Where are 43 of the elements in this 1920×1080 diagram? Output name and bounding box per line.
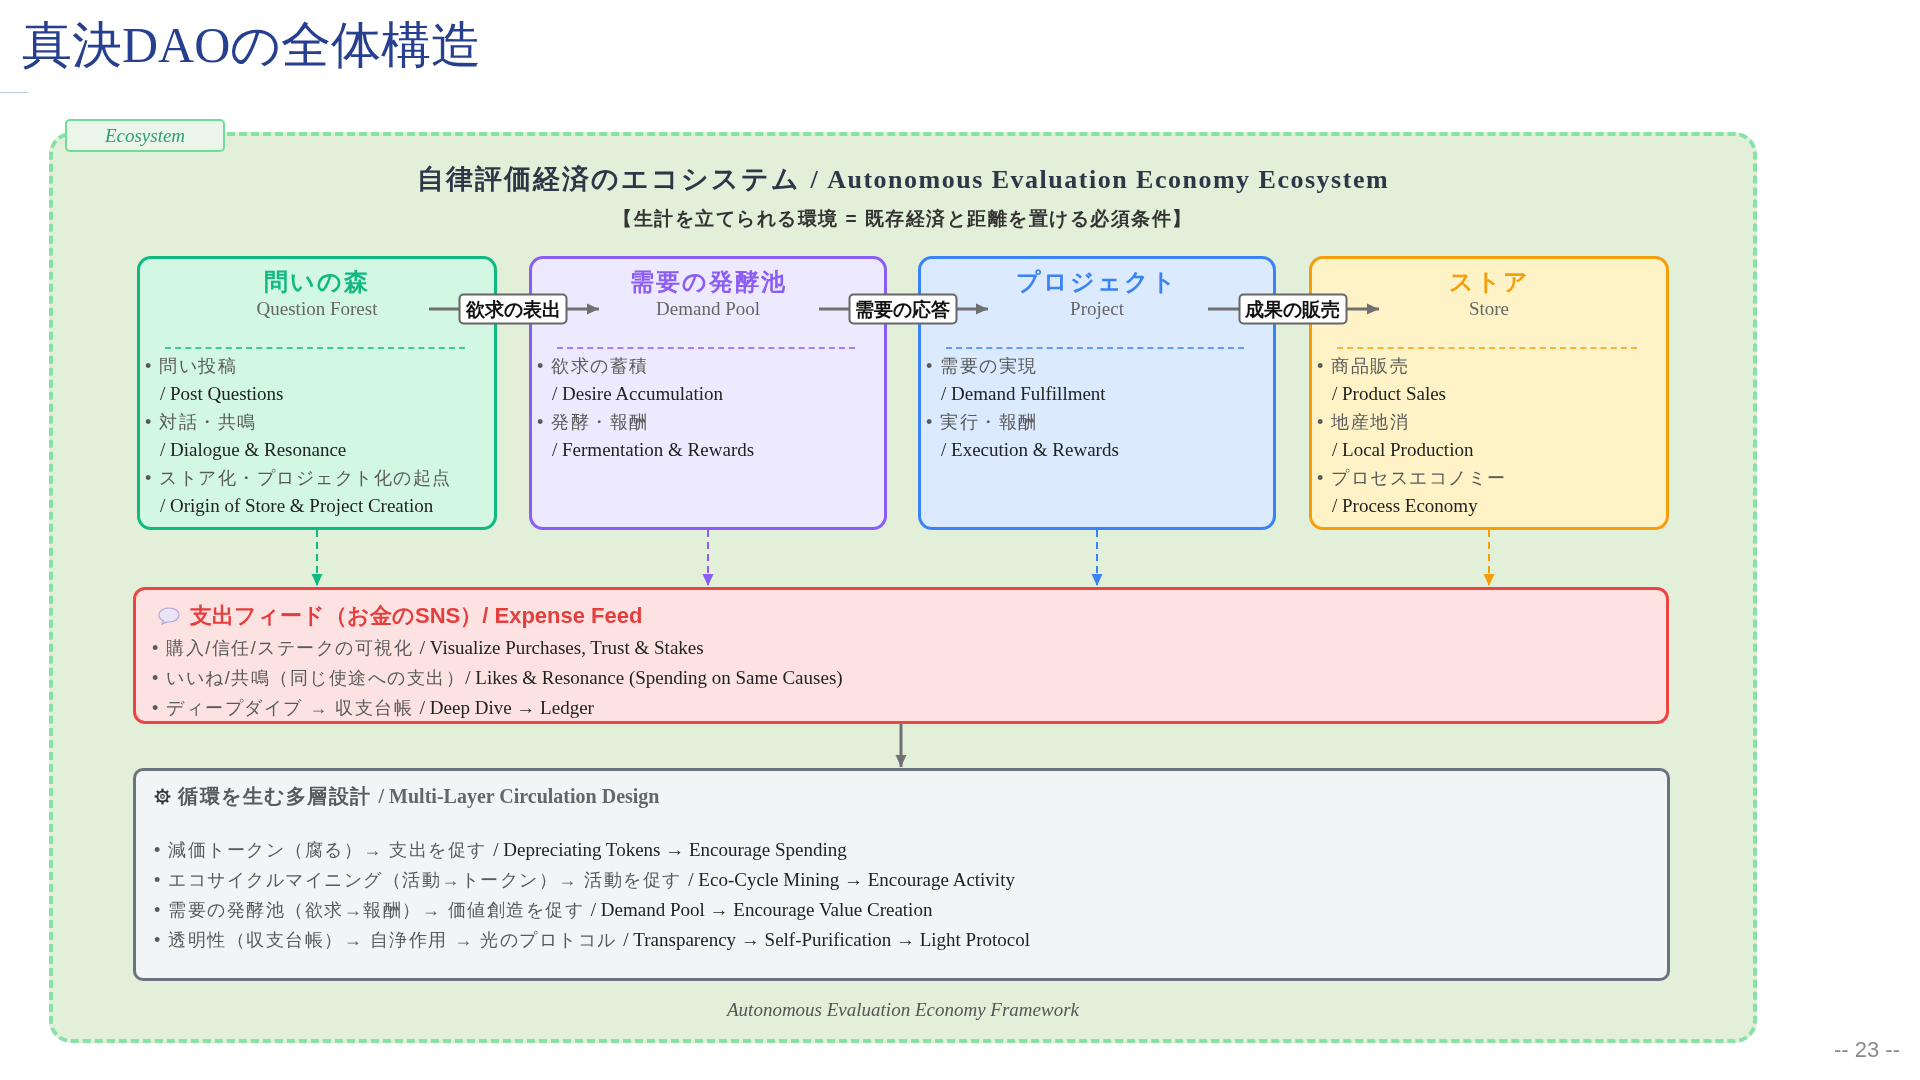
- bullet-item: • 需要の実現 / Demand Fulfillment: [926, 355, 1106, 406]
- card-title: プロジェクト: [1016, 267, 1178, 297]
- footer-caption: Autonomous Evaluation Economy Framework: [727, 999, 1079, 1021]
- bullet-item: • 対話・共鳴 / Dialogue & Resonance: [145, 411, 347, 462]
- bullet-item: • 商品販売 / Product Sales: [1317, 355, 1446, 406]
- card-subtitle: Project: [1070, 298, 1124, 320]
- dashed-arrow: [1091, 529, 1103, 587]
- bullet-item: • エコサイクルマイニング（活動→トークン）→ 活動を促す / Eco-Cycle Mining → Encourage Activity: [154, 868, 1015, 892]
- card-title: 需要の発酵池: [629, 267, 787, 297]
- card-subtitle: Question Forest: [256, 298, 378, 320]
- arrow: [895, 724, 907, 767]
- bullet-item: • 欲求の蓄積 / Desire Accumulation: [537, 355, 723, 406]
- feed-panel: [133, 587, 1669, 724]
- info-panel: [133, 768, 1670, 981]
- edge-label: 欲求の表出: [458, 293, 568, 325]
- card-subtitle: Demand Pool: [656, 298, 760, 320]
- bullet-item: • 発酵・報酬 / Fermentation & Rewards: [537, 411, 755, 462]
- bullet-item: • 実行・報酬 / Execution & Rewards: [926, 411, 1119, 462]
- bullet-item: • ディープダイブ → 収支台帳 / Deep Dive → Ledger: [152, 696, 594, 720]
- dashed-arrow: [702, 529, 714, 587]
- page-number: -- 23 --: [1834, 1037, 1900, 1063]
- panel-title: 支出フィード（お金のSNS）/ Expense Feed: [190, 602, 643, 630]
- bullet-item: • 購入/信任/ステークの可視化 / Visualize Purchases, Trust & Stakes: [152, 636, 704, 660]
- bullet-item: • 地産地消 / Local Production: [1317, 411, 1474, 462]
- dashed-arrow: [1483, 529, 1495, 587]
- card-subtitle: Store: [1468, 298, 1510, 320]
- panel-title: 循環を生む多層設計 / Multi-Layer Circulation Design: [178, 783, 660, 810]
- card-title: 問いの森: [264, 267, 370, 297]
- edge-label: 成果の販売: [1238, 293, 1347, 325]
- dashed-arrow: [311, 529, 323, 587]
- subheading: 【生計を立てられる環境 = 既存経済と距離を置ける必須条件】: [613, 207, 1193, 231]
- heading: 自律評価経済のエコシステム / Autonomous Evaluation Economy Ecosystem: [416, 163, 1390, 196]
- bullet-item: • 減価トークン（腐る）→ 支出を促す / Depreciating Tokens → Encourage Spending: [154, 838, 847, 862]
- bullet-item: • プロセスエコノミー / Process Economy: [1317, 467, 1507, 518]
- bullet-item: • いいね/共鳴（同じ使途への支出）/ Likes & Resonance (Spending on Same Causes): [152, 666, 843, 690]
- bullet-item: • ストア化・プロジェクト化の起点 / Origin of Store & Project Creation: [145, 467, 452, 518]
- bullet-item: • 問い投稿 / Post Questions: [145, 355, 284, 406]
- page-title: 真決DAOの全体構造: [22, 16, 482, 75]
- tab-label: Ecosystem: [65, 119, 225, 152]
- edge-label: 需要の応答: [848, 293, 957, 325]
- card-title: ストア: [1448, 267, 1530, 297]
- bullet-item: • 需要の発酵池（欲求→報酬）→ 価値創造を促す / Demand Pool → Encourage Value Creation: [154, 898, 933, 922]
- bullet-item: • 透明性（収支台帳）→ 自浄作用 → 光のプロトコル / Transparency → Self-Purification → Light Protocol: [154, 928, 1030, 952]
